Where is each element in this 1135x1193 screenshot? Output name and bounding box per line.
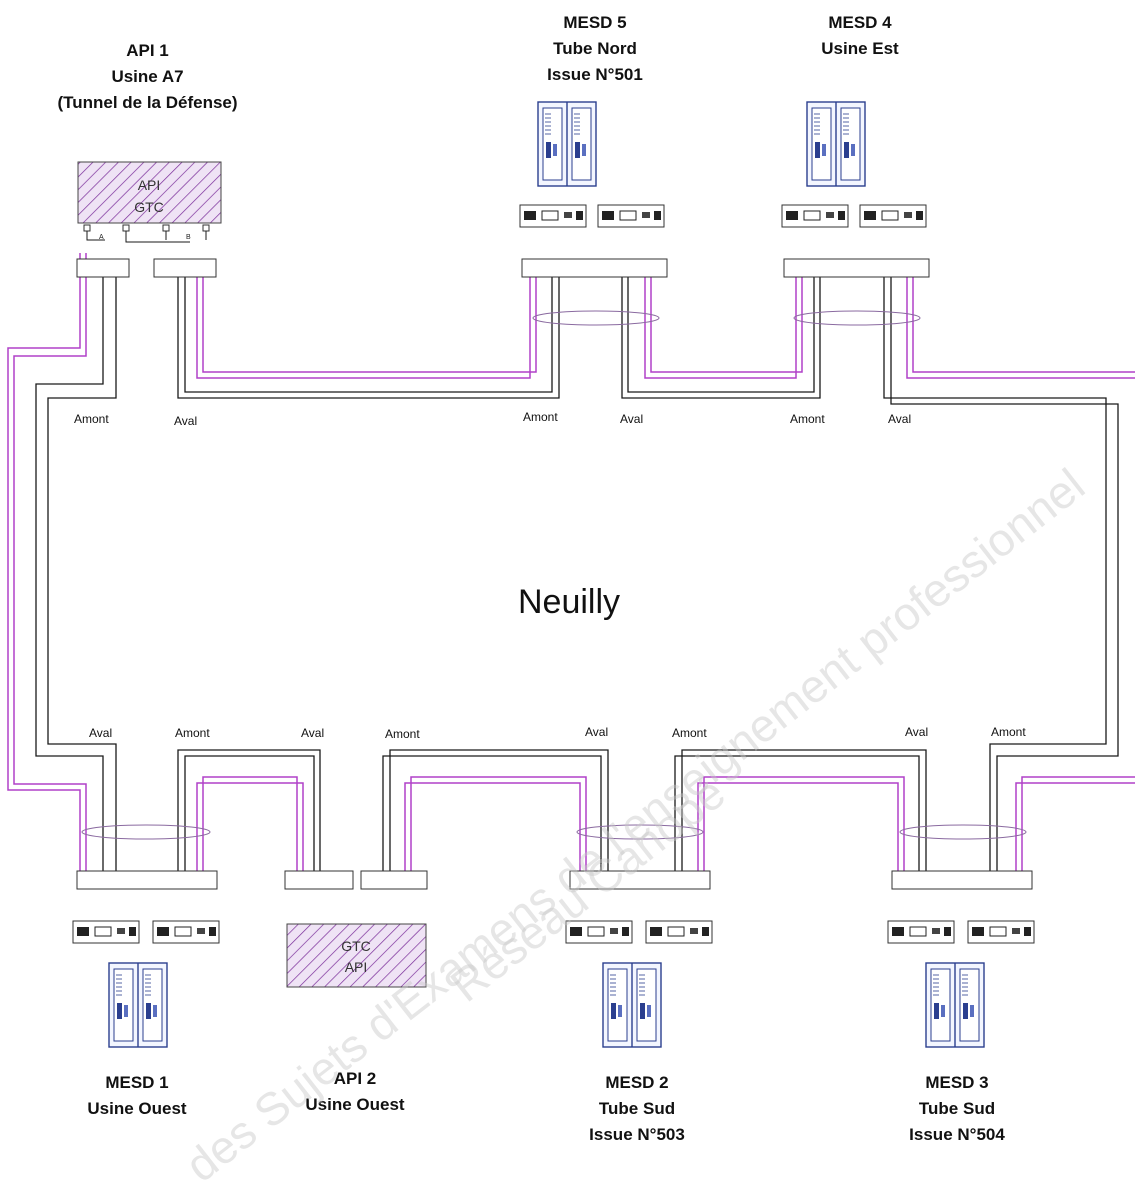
mesd4-site: Usine Est [821,39,899,58]
label-amont-mesd3: Amont [991,725,1026,739]
api2-site: Usine Ouest [305,1095,405,1114]
mesd2-module-b [645,920,713,944]
api2-terminal-left [284,870,354,890]
api1-title: API 1 [126,41,169,60]
mesd2-title: MESD 2 [605,1073,669,1092]
mesd1-title: MESD 1 [105,1073,169,1092]
api1-terminal-left [76,258,130,278]
label-amont-mesd4: Amont [790,412,825,426]
api1-box-text-2: GTC [134,199,164,215]
api1-site: Usine A7 [111,67,184,86]
mesd3-module-a [887,920,955,944]
mesd1-terminal-strip [76,870,218,890]
label-aval-api2: Aval [301,726,325,740]
mesd2-module-a [565,920,633,944]
fiber-left-outer [7,253,81,875]
copper-cables [35,268,1119,875]
label-amont-mesd5: Amont [523,410,558,424]
fiber-api2-mesd2-a [404,782,581,875]
center-label: Neuilly [518,583,621,621]
network-diagram: API GTC A B GTC API [7,101,1135,1048]
mesd3-caption: MESD 3 Tube Sud Issue N°504 [882,1070,1032,1148]
fiber-left-inner [13,253,87,875]
label-amont-mesd2: Amont [672,726,707,740]
mesd5-terminal-strip [521,258,668,278]
mesd3-terminal-strip [891,870,1033,890]
mesd4-terminal-strip [783,258,930,278]
mesd5-issue: Issue N°501 [547,65,643,84]
mesd2-unit [565,870,713,1048]
mesd2-site: Tube Sud [598,1099,676,1118]
fiber-mesd1-api2-a [196,782,304,875]
mesd2-cabinet [602,962,662,1048]
label-aval-mesd3: Aval [905,725,929,739]
fiber-mesd2-mesd3-b [703,776,905,875]
api2-box [286,923,427,988]
api2-unit: GTC API [284,870,428,988]
mesd4-title: MESD 4 [828,13,892,32]
mesd4-caption: MESD 4 Usine Est [790,10,930,62]
mesd1-caption: MESD 1 Usine Ouest [62,1070,212,1122]
api1-box [77,161,222,224]
mesd5-module-b [597,204,665,228]
label-amont-mesd1: Amont [175,726,210,740]
fiber-api1-mesd5-b [202,268,537,373]
fiber-mesd4-right-a [906,268,1135,379]
mesd1-site: Usine Ouest [87,1099,187,1118]
mesd4-module-a [781,204,849,228]
label-amont-api1: Amont [74,412,109,426]
api2-title: API 2 [333,1069,377,1088]
label-aval-mesd1: Aval [89,726,113,740]
api1-terminal-right [153,258,217,278]
mesd3-module-b [967,920,1035,944]
api2-terminal-right [360,870,428,890]
mesd4-unit [781,101,930,278]
api1-box-text-1: API [138,177,161,193]
mesd4-cabinet [806,101,866,187]
mesd3-cabinet [925,962,985,1048]
fiber-mesd4-right-b [912,268,1135,373]
label-aval-api1: Aval [174,414,198,428]
mesd1-unit [72,870,220,1048]
fiber-api2-mesd2-b [410,776,587,875]
mesd5-title: MESD 5 [563,13,627,32]
api1-location: (Tunnel de la Défense) [57,93,238,112]
label-aval-mesd2: Aval [585,725,609,739]
api1-unit: API GTC A B [76,161,222,278]
mesd2-caption: MESD 2 Tube Sud Issue N°503 [562,1070,712,1148]
bundle-rings [81,310,1027,840]
api2-caption: API 2 Usine Ouest [280,1066,430,1118]
mesd5-unit [519,101,668,278]
api1-module-a: A [99,234,104,241]
label-amont-api2: Amont [385,727,420,741]
label-aval-mesd5: Aval [620,412,644,426]
mesd5-site: Tube Nord [553,39,637,58]
fiber-mesd2-mesd3-a [697,782,899,875]
api2-box-text-1: GTC [341,938,371,954]
mesd1-cabinet [108,962,168,1048]
api2-box-text-2: API [345,959,368,975]
fiber-mesd5-mesd4-b [650,268,803,373]
mesd5-cabinet [537,101,597,187]
fiber-mesd1-api2-b [202,776,298,875]
label-aval-mesd4: Aval [888,412,912,426]
mesd2-terminal-strip [569,870,711,890]
mesd3-issue: Issue N°504 [909,1125,1005,1144]
fiber-mesd3-right-a [1015,782,1135,875]
mesd3-title: MESD 3 [925,1073,989,1092]
fiber-cables [7,253,1135,875]
mesd3-unit [887,870,1035,1048]
fiber-mesd3-right-b [1021,776,1135,875]
mesd4-module-b [859,204,927,228]
mesd2-issue: Issue N°503 [589,1125,685,1144]
mesd5-caption: MESD 5 Tube Nord Issue N°501 [520,10,670,88]
mesd3-site: Tube Sud [918,1099,996,1118]
mesd5-module-a [519,204,587,228]
fiber-api1-mesd5-a [196,268,531,379]
mesd1-module-a [72,920,140,944]
api1-caption: API 1 Usine A7 (Tunnel de la Défense) [40,38,255,116]
api1-module-b: B [186,234,191,241]
mesd1-module-b [152,920,220,944]
fiber-mesd5-mesd4-a [644,268,797,379]
